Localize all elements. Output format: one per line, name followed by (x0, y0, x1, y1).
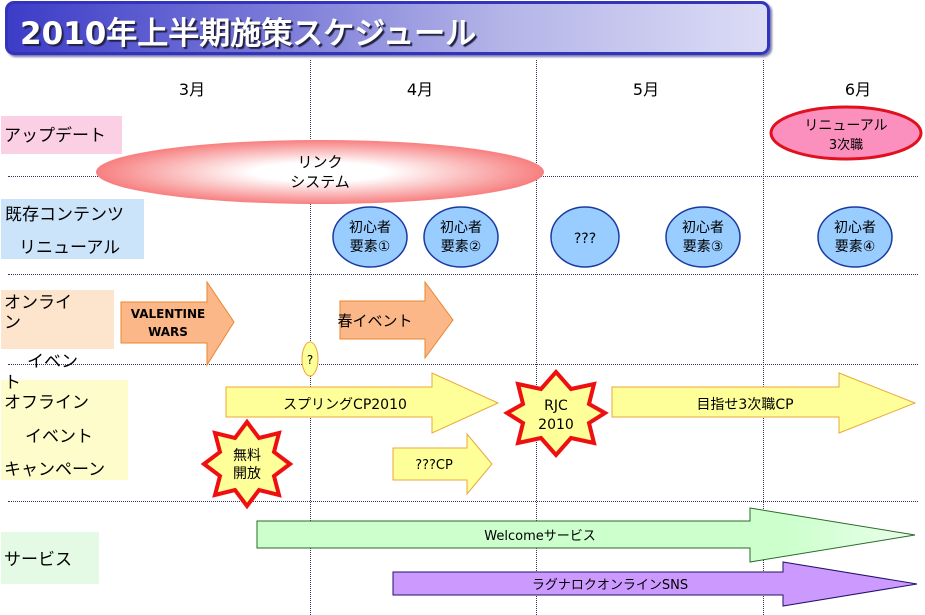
month-april: 4月 (406, 80, 434, 99)
month-divider (536, 60, 537, 615)
month-divider (763, 60, 764, 615)
link-system-line2: システム (290, 173, 350, 191)
renewal-3rd-job-shape: リニューアル 3次職 (769, 105, 923, 161)
welcome-text: Welcomeサービス (484, 529, 595, 544)
beginner-2-line2: 要素② (441, 239, 482, 255)
month-march: 3月 (178, 80, 206, 99)
beginner-3-line1: 初心者 (682, 219, 724, 236)
valentine-line2: WARS (148, 325, 188, 339)
ro-sns-text: ラグナロクオンラインSNS (532, 578, 688, 593)
link-system-shape: リンク システム (96, 140, 544, 204)
row-label-service-text: サービス (4, 550, 72, 570)
month-may: 5月 (632, 80, 660, 99)
month-divider (310, 60, 311, 615)
month-june: 6月 (844, 80, 872, 99)
spring-cp-text: スプリングCP2010 (283, 397, 407, 413)
row-label-update-text: アップデート (4, 126, 106, 146)
rjc-2010-star: RJC 2010 (503, 368, 609, 459)
page-title: 2010年上半期施策スケジュール (20, 16, 477, 52)
beginner-4-line2: 要素④ (835, 239, 876, 255)
row-label-update: アップデート (1, 116, 122, 154)
spring-cp-arrow: スプリングCP2010 (225, 372, 500, 434)
link-system-line1: リンク (297, 153, 342, 171)
renewal-3rd-line1: リニューアル (804, 118, 887, 134)
row-divider (8, 364, 918, 365)
rjc-line2: 2010 (538, 417, 574, 433)
unknown-text: ??? (574, 231, 596, 247)
row-label-existing-line2: リニューアル (19, 238, 121, 258)
unknown-cp-arrow: ???CP (392, 432, 493, 496)
free-open-line1: 無料 (233, 448, 261, 464)
question-mark-shape: ? (301, 341, 319, 377)
free-open-line2: 開放 (233, 466, 261, 482)
aim-3rd-job-cp-arrow: 目指せ3次職CP (611, 372, 917, 434)
aim-3rd-cp-text: 目指せ3次職CP (696, 397, 793, 413)
rjc-line1: RJC (544, 398, 568, 414)
row-label-online-line2: ン (4, 313, 21, 333)
row-label-online-line3: イベン (10, 352, 78, 372)
row-label-existing: 既存コンテンツ リニューアル (1, 199, 144, 259)
row-label-online-line1: オンライ (4, 293, 72, 313)
row-label-offline-line1: オフライン (4, 393, 89, 413)
beginner-element-2: 初心者 要素② (423, 206, 499, 268)
beginner-2-line1: 初心者 (440, 219, 482, 236)
row-label-online-line4: ト (4, 373, 21, 393)
valentine-wars-arrow: VALENTINE WARS (120, 280, 235, 367)
row-label-offline: ト オフライン イベント キャンペーン (1, 373, 128, 480)
spring-event-text: 春イベント (337, 312, 412, 330)
unknown-cp-text: ???CP (415, 458, 453, 473)
row-label-online: オンライ ン (1, 290, 114, 349)
spring-event-arrow: 春イベント (337, 280, 454, 360)
row-divider (8, 501, 918, 502)
beginner-1-line1: 初心者 (349, 219, 391, 236)
welcome-service-arrow: Welcomeサービス (256, 507, 916, 563)
beginner-4-line1: 初心者 (834, 219, 876, 236)
beginner-3-line2: 要素③ (683, 239, 724, 255)
title-bar (5, 1, 770, 55)
beginner-1-line2: 要素① (350, 239, 391, 255)
beginner-element-4: 初心者 要素④ (817, 206, 893, 268)
valentine-line1: VALENTINE (131, 307, 206, 321)
unknown-element: ??? (550, 206, 620, 268)
beginner-element-3: 初心者 要素③ (665, 206, 741, 268)
row-label-offline-line2: イベント (25, 427, 93, 447)
row-label-existing-line1: 既存コンテンツ (5, 205, 124, 225)
row-label-offline-line3: キャンペーン (4, 460, 106, 480)
beginner-element-1: 初心者 要素① (332, 206, 408, 268)
question-text: ? (307, 353, 313, 367)
row-divider (8, 274, 918, 275)
ro-sns-arrow: ラグナロクオンラインSNS (392, 561, 918, 607)
free-open-star: 無料 開放 (200, 418, 294, 510)
row-label-service: サービス (1, 532, 99, 584)
renewal-3rd-line2: 3次職 (829, 137, 863, 153)
